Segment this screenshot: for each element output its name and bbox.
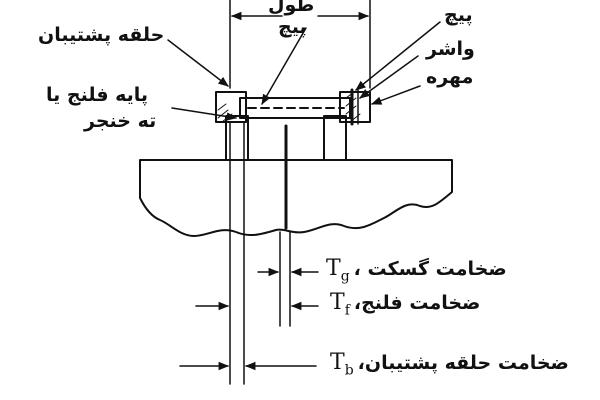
leader-nut	[371, 85, 421, 105]
washer-label: واشر	[426, 38, 475, 60]
bolt-label: پیچ	[444, 4, 473, 26]
gasket-thickness-label: Tg ضخامت گسکت ،	[326, 256, 507, 285]
bolt-length-label-1: طول	[268, 0, 315, 16]
leader-bolt	[355, 21, 441, 91]
backing-ring-thickness-label: Tb ضخامت حلقه پشتیبان،	[330, 350, 569, 379]
right-hub	[323, 115, 347, 161]
leader-bolt-length	[261, 27, 307, 105]
leader-backing-ring	[167, 39, 229, 87]
bolt-length-label-2: پیچ	[278, 16, 307, 38]
flange-body	[139, 159, 453, 237]
leader-washer	[359, 55, 419, 99]
leader-flange-base	[171, 107, 238, 121]
flange-thickness-label: Tf ضخامت فلنج،	[330, 290, 481, 319]
flange-base-label-1: پایه فلنج یا	[46, 84, 149, 106]
flange-base-label-2: ته خنجر	[84, 110, 157, 132]
left-ring	[215, 91, 247, 123]
backing-ring-label: حلقه پشتیبان	[38, 24, 165, 46]
nut-label: مهره	[426, 66, 474, 88]
bolt-body	[239, 97, 351, 119]
